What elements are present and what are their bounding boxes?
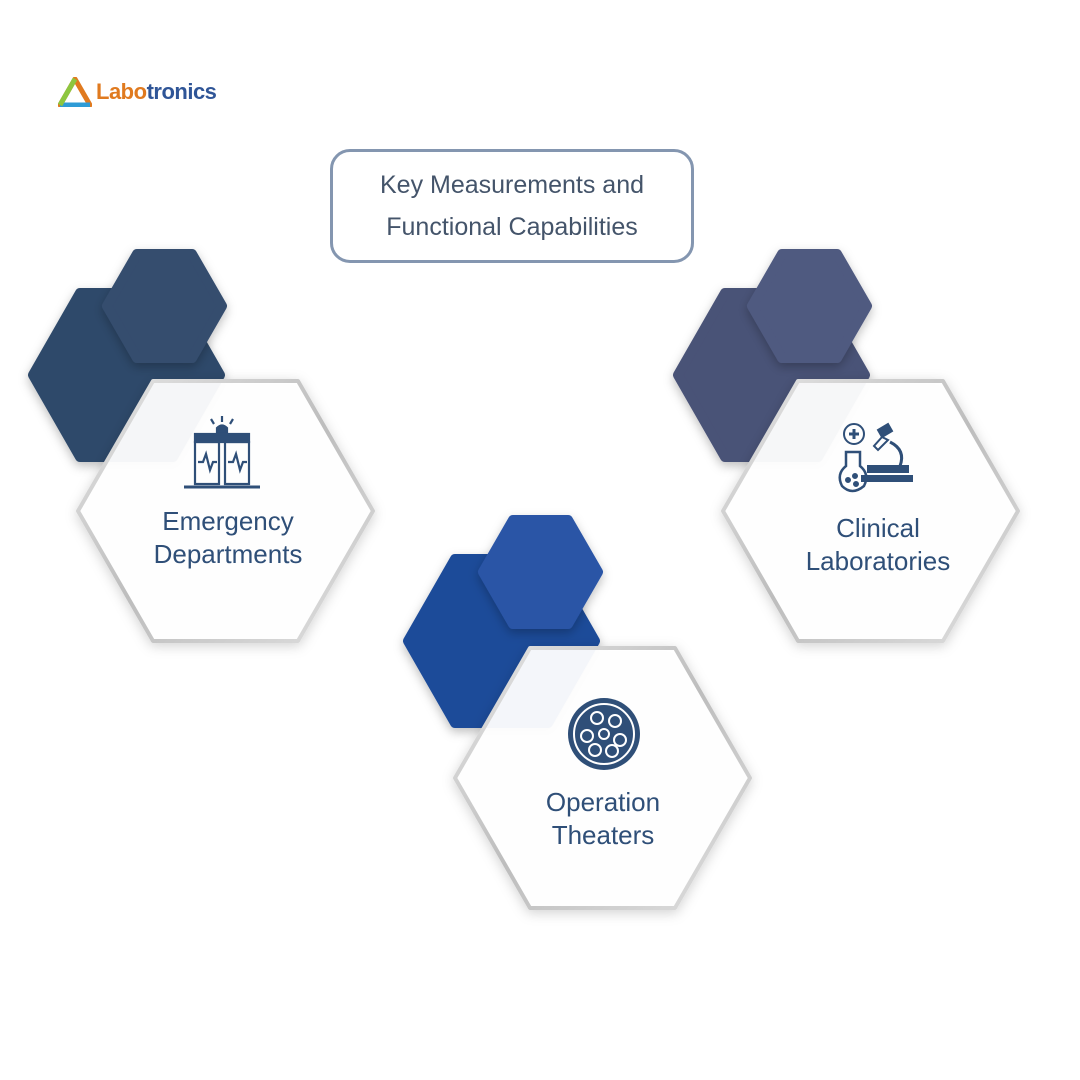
triangle-logo-icon <box>58 77 92 107</box>
hex-back-small <box>102 249 227 363</box>
revolver-cylinder-icon <box>568 698 640 770</box>
microscope-flask-icon <box>838 422 913 493</box>
diagram-title: Key Measurements and Functional Capabili… <box>330 149 694 263</box>
node-label-clinical: Clinical Laboratories <box>758 512 998 578</box>
label-line-1: Operation <box>545 787 661 817</box>
brand-logo: Labotronics <box>58 77 217 107</box>
node-clinical <box>673 249 1020 643</box>
brand-name: Labotronics <box>96 79 217 104</box>
hex-back-small <box>478 515 603 629</box>
emergency-monitor-icon <box>184 416 260 489</box>
hex-front <box>453 646 752 910</box>
label-line-2: Laboratories <box>805 546 951 576</box>
hex-back-small <box>747 249 872 363</box>
title-line-1: Key Measurements and <box>379 171 645 199</box>
node-label-operation: Operation Theaters <box>483 786 723 852</box>
node-operation <box>403 515 752 910</box>
title-line-2: Functional Capabilities <box>386 213 638 241</box>
node-label-emergency: Emergency Departments <box>108 505 348 571</box>
label-line-2: Theaters <box>551 820 655 850</box>
label-line-2: Departments <box>153 539 303 569</box>
label-line-1: Emergency <box>162 506 294 536</box>
hex-front <box>721 379 1020 643</box>
hex-front <box>76 379 375 643</box>
label-line-1: Clinical <box>836 513 920 543</box>
node-emergency <box>28 249 375 643</box>
